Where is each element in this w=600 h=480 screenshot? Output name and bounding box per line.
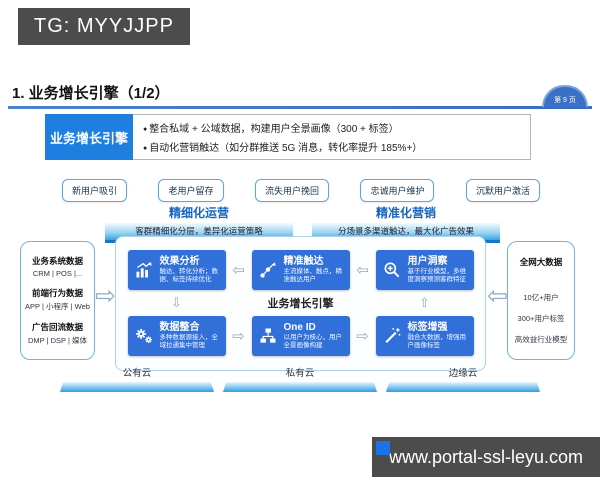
summary-label: 业务增长引擎 xyxy=(45,114,133,160)
arrow-right-icon xyxy=(95,283,116,308)
stage-pill-winback: 流失用户挽回 xyxy=(254,179,329,202)
arrow-up-icon xyxy=(376,297,474,310)
page-title: 1. 业务增长引擎（1/2） xyxy=(12,85,170,102)
cloud-public: 公有云 xyxy=(60,365,214,392)
arrow-down-icon xyxy=(128,297,226,310)
engine-box-tag-enhancement: 标签增强融合大数据，增强用户画像标签 xyxy=(375,316,474,356)
cloud-private: 私有云 xyxy=(223,365,377,392)
engine-box-effect-analysis: 效果分析触达、转化分析；数据、标签持续优化 xyxy=(127,250,226,290)
engine-box-desc: 基于行业模型，多维度洞察预测客群特征 xyxy=(407,267,467,283)
engine-box-title: 标签增强 xyxy=(407,321,448,333)
site-url: www.portal-ssl-leyu.com xyxy=(388,446,584,467)
engine-box-title: 效果分析 xyxy=(159,255,200,267)
section-title: 精准化营销 xyxy=(375,206,436,220)
site-logo-icon xyxy=(376,441,390,455)
data-source-group: 业务系统数据 CRM | POS |... xyxy=(32,255,83,278)
data-source-group: 广告回流数据 DMP | DSP | 媒体 xyxy=(28,321,87,346)
gears-icon xyxy=(133,326,155,346)
arrow-right-icon xyxy=(226,329,252,344)
stage-pill-new-user: 新用户吸引 xyxy=(62,179,128,202)
summary-bullet: 自动化营销触达（如分群推送 5G 消息，转化率提升 185%+） xyxy=(143,139,520,154)
site-watermark: www.portal-ssl-leyu.com xyxy=(372,437,600,477)
magic-wand-icon xyxy=(381,326,403,346)
engine-box-desc: 主流媒体、触点，精准触达用户 xyxy=(283,267,343,283)
bar-chart-icon xyxy=(133,260,155,280)
panel-item: 10亿+用户 xyxy=(523,293,559,302)
big-data-panel: 全网大数据 10亿+用户 300+用户标签 高效益行业模型 xyxy=(507,241,575,360)
engine-box-data-integration: 数据整合多种数据源接入，全域拉通集中管理 xyxy=(127,316,226,356)
cloud-bar xyxy=(223,382,377,392)
magnifier-plus-icon xyxy=(381,260,403,280)
user-stage-row: 新用户吸引 老用户留存 流失用户挽回 忠诚用户维护 沉默用户激活 xyxy=(62,179,540,202)
org-chart-icon xyxy=(257,326,279,346)
panel-title: 全网大数据 xyxy=(519,257,563,267)
engine-box-desc: 融合大数据，增强用户画像标签 xyxy=(407,333,467,349)
arrow-left-icon xyxy=(350,263,376,278)
engine-box-title: 数据整合 xyxy=(159,321,200,333)
cloud-label: 公有云 xyxy=(122,368,152,379)
arrow-left-icon xyxy=(487,283,508,308)
arrow-left-icon xyxy=(226,263,252,278)
cloud-label: 私有云 xyxy=(285,368,315,379)
group-value: APP | 小程序 | Web xyxy=(25,302,90,311)
engine-box-user-insight: 用户洞察基于行业模型，多维度洞察预测客群特征 xyxy=(375,250,474,290)
cloud-edge: 边缘云 xyxy=(386,365,540,392)
cloud-bar xyxy=(60,382,214,392)
group-title: 前端行为数据 xyxy=(31,288,83,298)
data-sources-panel: 业务系统数据 CRM | POS |... 前端行为数据 APP | 小程序 |… xyxy=(20,241,95,360)
panel-item: 高效益行业模型 xyxy=(514,335,568,344)
engine-box-title: 用户洞察 xyxy=(407,255,448,267)
summary-callout: 业务增长引擎 整合私域 + 公域数据，构建用户全景画像（300 + 标签） 自动… xyxy=(45,114,531,160)
engine-box-title: 精准触达 xyxy=(283,255,324,267)
engine-center-label: 业务增长引擎 xyxy=(267,298,334,310)
title-divider xyxy=(8,106,592,109)
engine-box-desc: 触达、转化分析；数据、标签持续优化 xyxy=(159,267,219,283)
engine-box-precise-reach: 精准触达主流媒体、触点，精准触达用户 xyxy=(251,250,350,290)
group-title: 广告回流数据 xyxy=(31,322,83,332)
engine-box-desc: 以用户为核心，用户全景画像构建 xyxy=(283,333,343,349)
page-number-badge: 第 9 页 xyxy=(542,85,588,107)
panel-item: 300+用户标签 xyxy=(517,314,565,323)
telegram-watermark: TG: MYYJJPP xyxy=(18,8,190,45)
stage-pill-retention: 老用户留存 xyxy=(158,179,224,202)
share-icon xyxy=(257,260,279,280)
stage-pill-loyalty: 忠诚用户维护 xyxy=(360,179,435,202)
stage-pill-activation: 沉默用户激活 xyxy=(465,179,540,202)
section-title: 精细化运营 xyxy=(168,206,229,220)
summary-bullet: 整合私域 + 公域数据，构建用户全景画像（300 + 标签） xyxy=(143,120,520,135)
cloud-bar xyxy=(386,382,540,392)
engine-box-desc: 多种数据源接入，全域拉通集中管理 xyxy=(159,333,219,349)
group-value: DMP | DSP | 媒体 xyxy=(27,336,88,345)
cloud-layer-row: 公有云 私有云 边缘云 xyxy=(60,365,540,392)
group-value: CRM | POS |... xyxy=(32,269,83,278)
summary-bullets: 整合私域 + 公域数据，构建用户全景画像（300 + 标签） 自动化营销触达（如… xyxy=(133,114,531,160)
group-title: 业务系统数据 xyxy=(31,256,83,266)
cloud-label: 边缘云 xyxy=(448,368,478,379)
engine-box-title: One ID xyxy=(283,321,316,333)
data-source-group: 前端行为数据 APP | 小程序 | Web xyxy=(25,287,90,312)
arrow-right-icon xyxy=(350,329,376,344)
